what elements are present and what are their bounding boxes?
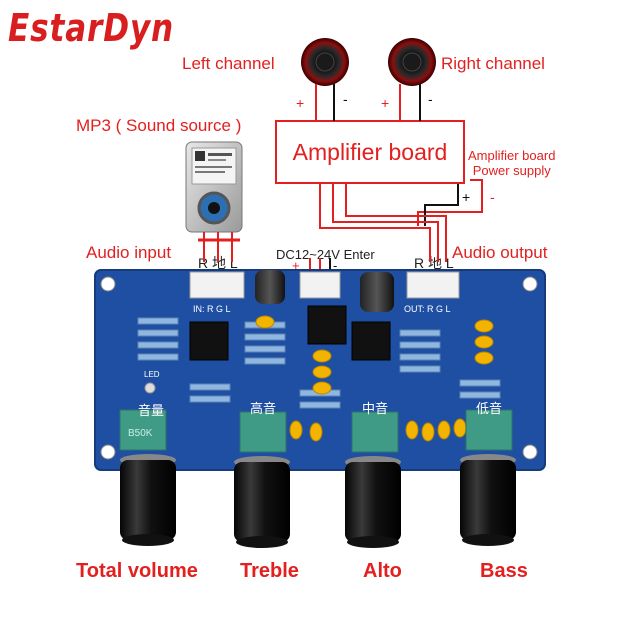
rgl-input-label: R 地 L [198,255,238,271]
left-channel-label: Left channel [182,54,275,73]
audio-input-label: Audio input [86,243,172,262]
svg-text:+: + [296,95,304,111]
right-speaker-icon [388,38,436,86]
treble-knob [234,456,290,548]
volume-knob [120,454,176,546]
audio-output-label: Audio output [452,243,548,262]
svg-text:+: + [381,95,389,111]
amp-power-line2: Power supply [472,163,551,178]
led-silk-label: LED [144,370,160,379]
right-channel-label: Right channel [441,54,545,73]
alto-silk-label: 中音 [362,401,389,416]
rgl-output-label: R 地 L [414,255,454,271]
bass-pot-body [465,409,513,451]
amplifier-board-box: Amplifier board [275,120,465,184]
out-header-label: OUT: R G L [404,304,451,314]
pot-code-label: B50K [128,428,153,439]
total-volume-label: Total volume [76,560,198,582]
svg-text:-: - [428,91,433,107]
bass-label: Bass [480,560,528,582]
svg-text:-: - [333,258,337,273]
mp3-player-icon [185,141,243,233]
treble-silk-label: 高音 [250,401,277,416]
bass-knob [460,454,516,546]
pcb-board [94,269,546,471]
svg-text:+: + [462,189,470,205]
dc-enter-label: DC12~24V Enter [276,247,375,262]
treble-label: Treble [240,560,299,582]
amplifier-board-label: Amplifier board [292,138,448,165]
left-speaker-icon [301,38,349,86]
treble-pot-body [239,411,287,453]
volume-pot-body [119,409,167,451]
svg-text:-: - [490,189,495,205]
brand-logo: EstarDyn [8,6,175,50]
bass-silk-label: 低音 [476,401,503,416]
alto-label: Alto [363,560,402,582]
svg-text:+: + [292,258,300,273]
svg-text:-: - [343,91,348,107]
mp3-source-label: MP3 ( Sound source ) [76,116,242,135]
in-header-label: IN: R G L [193,304,231,314]
alto-pot-body [351,411,399,453]
amp-power-label: Amplifier board Power supply [468,148,555,178]
vol-silk-label: 音量 [138,403,165,418]
alto-knob [345,456,401,548]
amp-power-line1: Amplifier board [468,148,556,163]
